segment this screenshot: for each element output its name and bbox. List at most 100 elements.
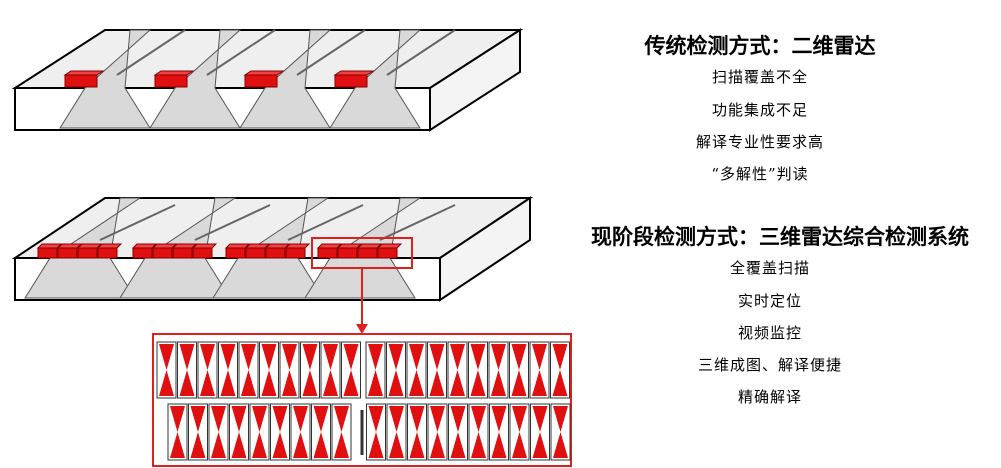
groove-line: [386, 29, 456, 76]
groove-line: [287, 204, 364, 241]
bowtie-lower: [159, 370, 174, 396]
bowtie-lower: [231, 432, 247, 458]
bowtie-upper: [511, 344, 527, 370]
bowtie-lower: [450, 432, 466, 458]
single-antenna: [334, 74, 368, 88]
bowtie-upper: [450, 406, 466, 432]
array-antenna-top: [151, 243, 178, 249]
array-antenna: [97, 247, 118, 259]
bowtie-upper: [553, 406, 568, 432]
array-antenna-top: [36, 243, 63, 249]
bowtie-lower: [532, 432, 548, 458]
groove-line: [99, 204, 176, 241]
bowtie-upper: [200, 344, 215, 370]
traditional-item-3: 解译专业性要求高: [695, 133, 824, 151]
bowtie-upper: [491, 344, 506, 370]
bowtie-upper: [293, 406, 308, 432]
bowtie-lower: [334, 432, 349, 458]
traditional-item-2: 功能集成不足: [711, 101, 808, 119]
array-antenna-top: [376, 243, 403, 249]
array-antenna: [132, 247, 153, 259]
bowtie-upper: [302, 344, 318, 370]
single-antenna: [154, 74, 188, 88]
bowtie-lower: [170, 432, 185, 458]
bowtie-upper: [552, 344, 568, 370]
bowtie-lower: [368, 432, 384, 458]
bowtie-upper: [334, 406, 349, 432]
bowtie-lower: [491, 370, 506, 396]
array-antenna: [317, 247, 338, 259]
bowtie-upper: [313, 406, 329, 432]
current-item-2: 实时定位: [737, 292, 802, 310]
array-antenna: [245, 247, 266, 259]
bowtie-upper: [430, 406, 445, 432]
traditional-item-1: 扫描覆盖不全: [711, 68, 808, 86]
bowtie-lower: [190, 432, 206, 458]
bowtie-lower: [302, 370, 318, 396]
array-antenna: [77, 247, 98, 259]
bowtie-lower: [512, 432, 527, 458]
bowtie-lower: [313, 432, 329, 458]
bowtie-lower: [409, 432, 425, 458]
bowtie-lower: [179, 370, 195, 396]
bowtie-upper: [429, 344, 445, 370]
antenna-top: [153, 70, 195, 76]
array-antenna: [337, 247, 358, 259]
bowtie-upper: [261, 344, 277, 370]
middle-radar-sheets: [24, 197, 456, 299]
array-antenna: [357, 247, 378, 259]
bowtie-lower: [220, 370, 236, 396]
bowtie-upper: [532, 406, 548, 432]
array-antenna-top: [96, 243, 123, 249]
groove-line: [379, 204, 456, 241]
antenna-array: [156, 341, 571, 461]
bowtie-lower: [491, 432, 507, 458]
array-antenna: [37, 247, 58, 259]
bowtie-lower: [553, 432, 568, 458]
groove-line: [296, 29, 366, 76]
single-antenna: [244, 74, 278, 88]
bowtie-upper: [343, 344, 359, 370]
groove-line: [116, 29, 186, 76]
array-antenna-top: [171, 243, 198, 249]
zoom-arrow-head: [356, 324, 368, 334]
bowtie-lower: [471, 432, 486, 458]
bowtie-upper: [252, 406, 267, 432]
array-antenna: [285, 247, 306, 259]
array-antenna-top: [191, 243, 218, 249]
bowtie-upper: [282, 344, 297, 370]
bowtie-upper: [323, 344, 338, 370]
bowtie-upper: [179, 344, 195, 370]
array-antenna: [57, 247, 78, 259]
array-antenna-top: [336, 243, 363, 249]
bowtie-lower: [293, 432, 308, 458]
current-method-title: 现阶段检测方式：三维雷达综合检测系统: [591, 225, 969, 249]
bowtie-upper: [170, 406, 185, 432]
array-antenna-top: [284, 243, 311, 249]
single-antenna: [64, 74, 98, 88]
bowtie-lower: [429, 370, 445, 396]
current-item-1: 全覆盖扫描: [729, 259, 810, 277]
current-item-3: 视频监控: [737, 324, 802, 342]
array-antenna: [225, 247, 246, 259]
bowtie-lower: [388, 370, 404, 396]
array-antenna: [192, 247, 213, 259]
groove-line: [194, 204, 271, 241]
bowtie-lower: [450, 370, 465, 396]
bowtie-lower: [430, 432, 445, 458]
bowtie-upper: [241, 344, 256, 370]
antenna-top: [63, 70, 105, 76]
array-antenna-top: [224, 243, 251, 249]
bowtie-upper: [389, 406, 404, 432]
bowtie-lower: [241, 370, 256, 396]
bowtie-upper: [470, 344, 486, 370]
bowtie-upper: [532, 344, 547, 370]
bowtie-lower: [389, 432, 404, 458]
bowtie-upper: [512, 406, 527, 432]
bowtie-lower: [552, 370, 568, 396]
antenna-top: [333, 70, 375, 76]
traditional-method-title: 传统检测方式：二维雷达: [644, 34, 876, 58]
bowtie-upper: [471, 406, 486, 432]
traditional-item-4: “多解性”判读: [711, 165, 809, 183]
